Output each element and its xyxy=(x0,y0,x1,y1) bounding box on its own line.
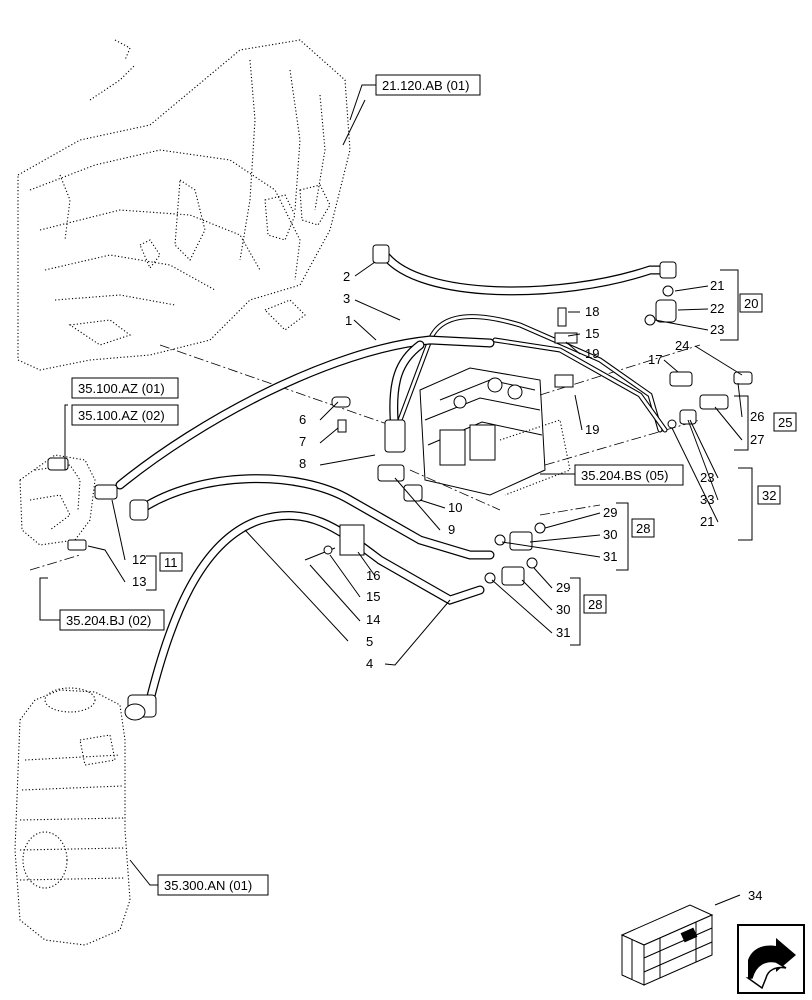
clamp-16 xyxy=(339,524,365,556)
group-numbers: 11 20 25 28 28 32 xyxy=(159,293,797,614)
seal-29b xyxy=(526,557,538,569)
ref-35-300-an-01[interactable]: 35.300.AN (01) xyxy=(157,874,269,896)
svg-text:35.204.BS (05): 35.204.BS (05) xyxy=(581,468,668,483)
callout-15a: 15 xyxy=(366,589,380,604)
callout-24: 24 xyxy=(675,338,689,353)
valve-block-left-outline xyxy=(19,454,96,546)
callout-7: 7 xyxy=(299,434,306,449)
callout-6: 6 xyxy=(299,412,306,427)
callout-3: 3 xyxy=(343,291,350,306)
group-32: 32 xyxy=(762,488,776,503)
callout-31a: 31 xyxy=(603,549,617,564)
ref-35-204-bs-05[interactable]: 35.204.BS (05) xyxy=(574,464,684,486)
callout-30b: 30 xyxy=(556,602,570,617)
transmission-housing-outline xyxy=(17,39,351,371)
callout-18: 18 xyxy=(585,304,599,319)
callout-26: 26 xyxy=(750,409,764,424)
bolt-18 xyxy=(557,307,567,327)
adapter-26 xyxy=(699,394,729,410)
callout-numbers: 1 2 3 4 5 6 7 8 9 10 12 13 14 15 15 16 1… xyxy=(132,269,764,903)
ref-35-204-bj-02[interactable]: 35.204.BJ (02) xyxy=(59,609,165,631)
callout-33: 33 xyxy=(700,492,714,507)
hose-1 xyxy=(115,335,495,490)
callout-23a: 23 xyxy=(710,322,724,337)
filter-housing-outline xyxy=(14,687,131,946)
valve-section xyxy=(469,424,496,461)
control-valve-stack xyxy=(419,367,571,496)
callout-21a: 21 xyxy=(710,278,724,293)
callout-10: 10 xyxy=(448,500,462,515)
reference-links: 21.120.AB (01) 35.100.AZ (01) 35.100.AZ … xyxy=(59,74,684,896)
callout-21b: 21 xyxy=(700,514,714,529)
callout-34: 34 xyxy=(748,888,762,903)
callout-4: 4 xyxy=(366,656,373,671)
seal-29a xyxy=(534,522,546,534)
fittings xyxy=(67,285,753,586)
group-25: 25 xyxy=(778,415,792,430)
callout-19a: 19 xyxy=(585,346,599,361)
svg-text:35.300.AN (01): 35.300.AN (01) xyxy=(164,878,252,893)
group-11: 11 xyxy=(164,555,178,570)
callout-16: 16 xyxy=(366,568,380,583)
callout-29b: 29 xyxy=(556,580,570,595)
ref-35-100-az-02[interactable]: 35.100.AZ (02) xyxy=(71,404,179,426)
pin-7 xyxy=(337,419,347,433)
callout-1: 1 xyxy=(345,313,352,328)
callout-17: 17 xyxy=(648,352,662,367)
callout-19b: 19 xyxy=(585,422,599,437)
adapter-13 xyxy=(67,539,87,551)
group-brackets xyxy=(146,269,753,646)
tee-9 xyxy=(377,464,405,482)
adapter-33 xyxy=(679,409,697,425)
callout-30a: 30 xyxy=(603,527,617,542)
washer-15 xyxy=(323,545,333,555)
callout-12: 12 xyxy=(132,552,146,567)
seal-31a xyxy=(494,534,506,546)
hose-5 xyxy=(129,474,495,560)
svg-text:35.204.BJ (02): 35.204.BJ (02) xyxy=(66,613,151,628)
seal-23 xyxy=(644,314,656,326)
clip-6 xyxy=(331,396,351,408)
callout-23b: 23 xyxy=(700,470,714,485)
callout-2: 2 xyxy=(343,269,350,284)
callout-13: 13 xyxy=(132,574,146,589)
ref-35-100-az-01[interactable]: 35.100.AZ (01) xyxy=(71,377,179,399)
callout-14: 14 xyxy=(366,612,380,627)
pipe-main-right xyxy=(492,337,668,433)
nut-10 xyxy=(403,484,423,502)
svg-text:21.120.AB (01): 21.120.AB (01) xyxy=(382,78,469,93)
elbow-22 xyxy=(655,299,677,323)
callout-8: 8 xyxy=(299,456,306,471)
callout-29a: 29 xyxy=(603,505,617,520)
ref-21-120-ab-01[interactable]: 21.120.AB (01) xyxy=(375,74,481,96)
group-20: 20 xyxy=(744,296,758,311)
callout-27: 27 xyxy=(750,432,764,447)
group-28a: 28 xyxy=(636,521,650,536)
valve-section xyxy=(439,429,466,466)
callout-9: 9 xyxy=(448,522,455,537)
group-28b: 28 xyxy=(588,597,602,612)
callout-22: 22 xyxy=(710,301,724,316)
clamp-19b xyxy=(554,374,574,388)
callout-15b: 15 xyxy=(585,326,599,341)
adapter-30a xyxy=(509,531,533,551)
adapter-30b xyxy=(501,566,525,586)
callout-31b: 31 xyxy=(556,625,570,640)
callout-5: 5 xyxy=(366,634,373,649)
elbow-24 xyxy=(733,371,753,385)
seal-21 xyxy=(662,285,674,297)
seal-21b xyxy=(667,419,677,429)
elbow-17 xyxy=(669,371,693,387)
next-page-arrow-icon[interactable] xyxy=(737,924,805,994)
leader-lines xyxy=(39,84,743,906)
clamp-19 xyxy=(554,332,578,344)
hose-2 xyxy=(372,244,677,296)
pump-port xyxy=(47,457,69,471)
svg-text:35.100.AZ (02): 35.100.AZ (02) xyxy=(78,408,165,423)
parts-kit-crate-icon xyxy=(620,904,714,986)
elbow-12 xyxy=(94,484,118,500)
svg-text:35.100.AZ (01): 35.100.AZ (01) xyxy=(78,381,165,396)
pipe-3 xyxy=(397,314,663,433)
